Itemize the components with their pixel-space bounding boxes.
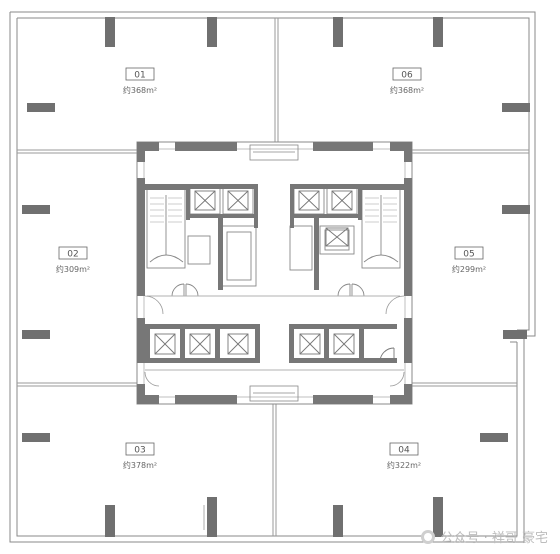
unit-label-05: 05 约299m² bbox=[452, 246, 486, 274]
lower-elevator-bank bbox=[145, 324, 404, 371]
unit-number: 02 bbox=[67, 250, 78, 260]
unit-number: 06 bbox=[401, 71, 413, 81]
unit-number-box bbox=[392, 67, 422, 81]
unit-number: 04 bbox=[398, 446, 410, 456]
unit-label-02: 02 约309m² bbox=[56, 246, 90, 274]
unit-number-box bbox=[125, 442, 155, 456]
unit-area: 约368m² bbox=[390, 85, 424, 95]
unit-number: 05 bbox=[463, 250, 474, 260]
watermark-text: 公众号 · 祥哥 豪宅 bbox=[440, 531, 548, 546]
upper-elevator-cabs bbox=[194, 190, 353, 247]
unit-number: 03 bbox=[134, 446, 145, 456]
unit-area: 约309m² bbox=[56, 264, 90, 274]
unit-number-box bbox=[454, 246, 484, 260]
unit-label-03: 03 约378m² bbox=[123, 442, 157, 470]
unit-label-04: 04 约322m² bbox=[387, 442, 421, 470]
upper-service-walls bbox=[145, 184, 404, 290]
unit-labels: 01 约368m² 06 约368m² 02 约309m² 05 约299m² 03 约378m²… bbox=[56, 67, 486, 470]
perimeter-columns bbox=[22, 17, 530, 537]
unit-area: 约299m² bbox=[452, 264, 486, 274]
unit-number: 01 bbox=[134, 71, 145, 81]
unit-number-box bbox=[58, 246, 88, 260]
unit-area: 约378m² bbox=[123, 460, 157, 470]
entry-door-swings bbox=[144, 295, 405, 530]
unit-area: 约368m² bbox=[123, 85, 157, 95]
upper-service-block bbox=[146, 187, 401, 297]
unit-number-box bbox=[125, 67, 155, 81]
wechat-icon bbox=[421, 529, 436, 544]
watermark: 公众号 · 祥哥 豪宅 bbox=[421, 527, 548, 546]
unit-number-box bbox=[389, 442, 419, 456]
unit-label-01: 01 约368m² bbox=[123, 67, 157, 95]
unit-label-06: 06 约368m² bbox=[390, 67, 424, 95]
unit-area: 约322m² bbox=[387, 460, 421, 470]
core bbox=[136, 141, 413, 405]
unit-partitions bbox=[17, 18, 529, 536]
